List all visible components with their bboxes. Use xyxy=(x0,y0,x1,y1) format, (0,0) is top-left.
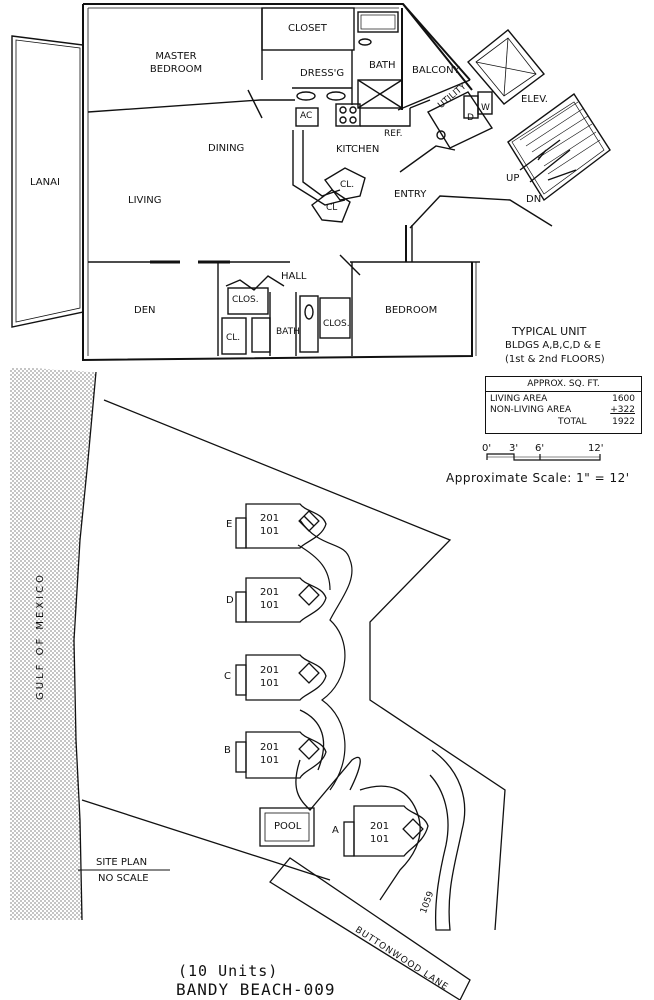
clos-left-label: CLOS. xyxy=(232,295,259,305)
pool-outline xyxy=(259,807,315,847)
scale-tick-3: 3' xyxy=(509,443,519,454)
bath-bottom-label: BATH xyxy=(276,327,300,337)
shoreline xyxy=(73,371,97,921)
sq-ft-table: APPROX. SQ. FT. LIVING AREA 1600 NON-LIV… xyxy=(485,376,642,434)
cl-left-label: CL. xyxy=(226,333,241,343)
site-plan-title: SITE PLAN xyxy=(96,857,148,868)
ref-label: REF. xyxy=(384,129,403,139)
elev-label: ELEV. xyxy=(521,94,548,105)
sq-ft-value: +322 xyxy=(610,405,635,415)
balcony-label: BALCONY xyxy=(412,65,460,76)
living-label: LIVING xyxy=(128,195,162,206)
building-a-upper: 201 xyxy=(370,821,390,832)
dining-label: DINING xyxy=(208,143,245,154)
den-label: DEN xyxy=(134,305,156,316)
master-bedroom-label-1: MASTER xyxy=(155,51,197,62)
sq-ft-row-nonliving: NON-LIVING AREA +322 xyxy=(490,405,635,416)
building-d-letter: D xyxy=(226,595,234,606)
pool-label: POOL xyxy=(274,821,302,832)
units-count: (10 Units) xyxy=(178,962,279,980)
dressing-label: DRESS'G xyxy=(300,68,345,79)
cl-a-label: CL. xyxy=(340,180,355,190)
property-name: BANDY BEACH-009 xyxy=(176,980,336,999)
scale-tick-0: 0' xyxy=(482,443,492,454)
master-bedroom-label-2: BEDROOM xyxy=(149,64,203,75)
buttonwood-lane-road xyxy=(269,857,471,1000)
typical-unit-bldgs: BLDGS A,B,C,D & E xyxy=(505,340,601,351)
gulf-water-pattern xyxy=(0,368,96,920)
entry-label: ENTRY xyxy=(394,189,427,200)
clos-right-label: CLOS. xyxy=(323,319,350,329)
building-e-upper: 201 xyxy=(260,513,280,524)
building-b-letter: B xyxy=(224,745,231,756)
building-d-lower: 101 xyxy=(260,600,280,611)
sq-ft-label: NON-LIVING AREA xyxy=(490,405,572,415)
ac-label: AC xyxy=(300,111,313,121)
sq-ft-value: 1922 xyxy=(612,417,635,427)
building-a-letter: A xyxy=(332,825,339,836)
building-c-letter: C xyxy=(224,671,231,682)
building-c-upper: 201 xyxy=(260,665,280,676)
hall-label: HALL xyxy=(281,271,307,282)
lanai-label: LANAI xyxy=(30,177,60,188)
building-e-letter: E xyxy=(226,519,233,530)
building-a-lower: 101 xyxy=(370,834,390,845)
building-c xyxy=(235,654,327,701)
up-label: UP xyxy=(506,173,520,184)
property-boundary xyxy=(103,399,506,931)
sq-ft-label: TOTAL xyxy=(558,417,587,427)
closet-label: CLOSET xyxy=(288,23,327,34)
washer-label: W xyxy=(481,103,490,113)
building-b-lower: 101 xyxy=(260,755,280,766)
scale-tick-6: 6' xyxy=(535,443,545,454)
bedroom-label: BEDROOM xyxy=(385,305,438,316)
sq-ft-header: APPROX. SQ. FT. xyxy=(486,377,641,392)
typical-unit-floors: (1st & 2nd FLOORS) xyxy=(505,354,605,365)
dn-label: DN xyxy=(526,194,542,205)
building-a xyxy=(343,805,429,857)
sq-ft-row-living: LIVING AREA 1600 xyxy=(490,394,635,405)
building-d-upper: 201 xyxy=(260,587,280,598)
scale-tick-12: 12' xyxy=(588,443,604,454)
building-c-lower: 101 xyxy=(260,678,280,689)
scale-text: Approximate Scale: 1" = 12' xyxy=(446,471,630,485)
gulf-label: GULF OF MEXICO xyxy=(35,572,46,700)
typical-unit-title: TYPICAL UNIT xyxy=(512,325,587,338)
kitchen-label: KITCHEN xyxy=(336,144,380,155)
cl-b-label: CL xyxy=(326,203,338,213)
bath-top-label: BATH xyxy=(369,60,396,71)
site-plan-subtitle: NO SCALE xyxy=(98,873,149,884)
building-e xyxy=(235,503,327,549)
building-b-upper: 201 xyxy=(260,742,280,753)
sq-ft-row-total: TOTAL 1922 xyxy=(490,417,635,428)
building-d xyxy=(235,577,327,623)
sq-ft-label: LIVING AREA xyxy=(490,394,548,404)
sq-ft-value: 1600 xyxy=(612,394,635,404)
building-e-lower: 101 xyxy=(260,526,280,537)
building-b xyxy=(235,731,327,779)
dryer-label: D xyxy=(467,113,474,123)
